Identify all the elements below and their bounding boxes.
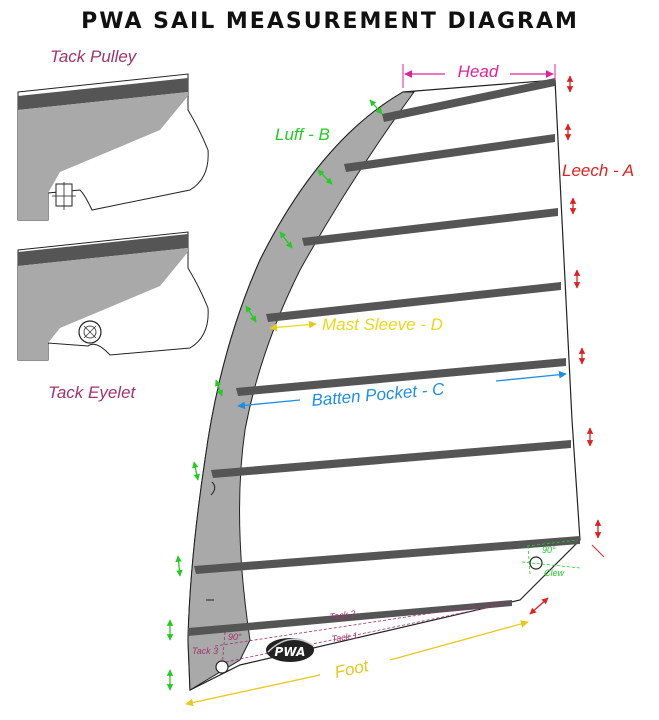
mast-sleeve-label: Mast Sleeve - D [322,315,443,334]
tack1-label: Tack 1 [331,630,358,644]
leech-label: Leech - A [562,161,634,180]
foot-label: Foot [333,656,371,682]
batten [211,440,571,478]
batten [302,208,558,246]
leech-measure [529,75,605,615]
tack-eyelet-inset: Tack Eyelet [17,231,209,402]
batten [194,536,580,574]
tack-angle: 90° [228,632,242,642]
clew-label: Clew [544,568,565,578]
eyelet-icon [78,320,102,344]
tack-pulley-label: Tack Pulley [50,47,138,66]
tack-eyelet-label: Tack Eyelet [48,383,137,402]
pwa-logo-text: PWA [275,645,306,659]
head-label: Head [458,62,499,81]
tack-detail: Tack 1 Tack 2 Tack 3 90° PWA [192,601,506,674]
pwa-logo: PWA [266,638,315,662]
head-measure: Head [402,62,556,88]
luff-measure [166,99,383,691]
tack2-label: Tack 2 [329,608,356,622]
batten [382,78,555,122]
batten [344,134,555,172]
batten [236,358,566,396]
mast-sleeve-measure: Mast Sleeve - D [269,315,443,334]
battens [188,78,580,636]
batten [266,282,561,322]
clew-detail: 90° Clew [521,539,581,578]
clew-angle: 90° [542,545,556,555]
tack3-label: Tack 3 [192,646,218,656]
diagram-title: PWA SAIL MEASUREMENT DIAGRAM [81,9,579,34]
luff-label: Luff - B [275,125,330,144]
clew-eyelet-icon [529,556,543,570]
tack-pulley-inset: Tack Pulley [17,47,209,221]
batten [188,600,512,636]
tack-eyelet-icon [215,660,229,674]
